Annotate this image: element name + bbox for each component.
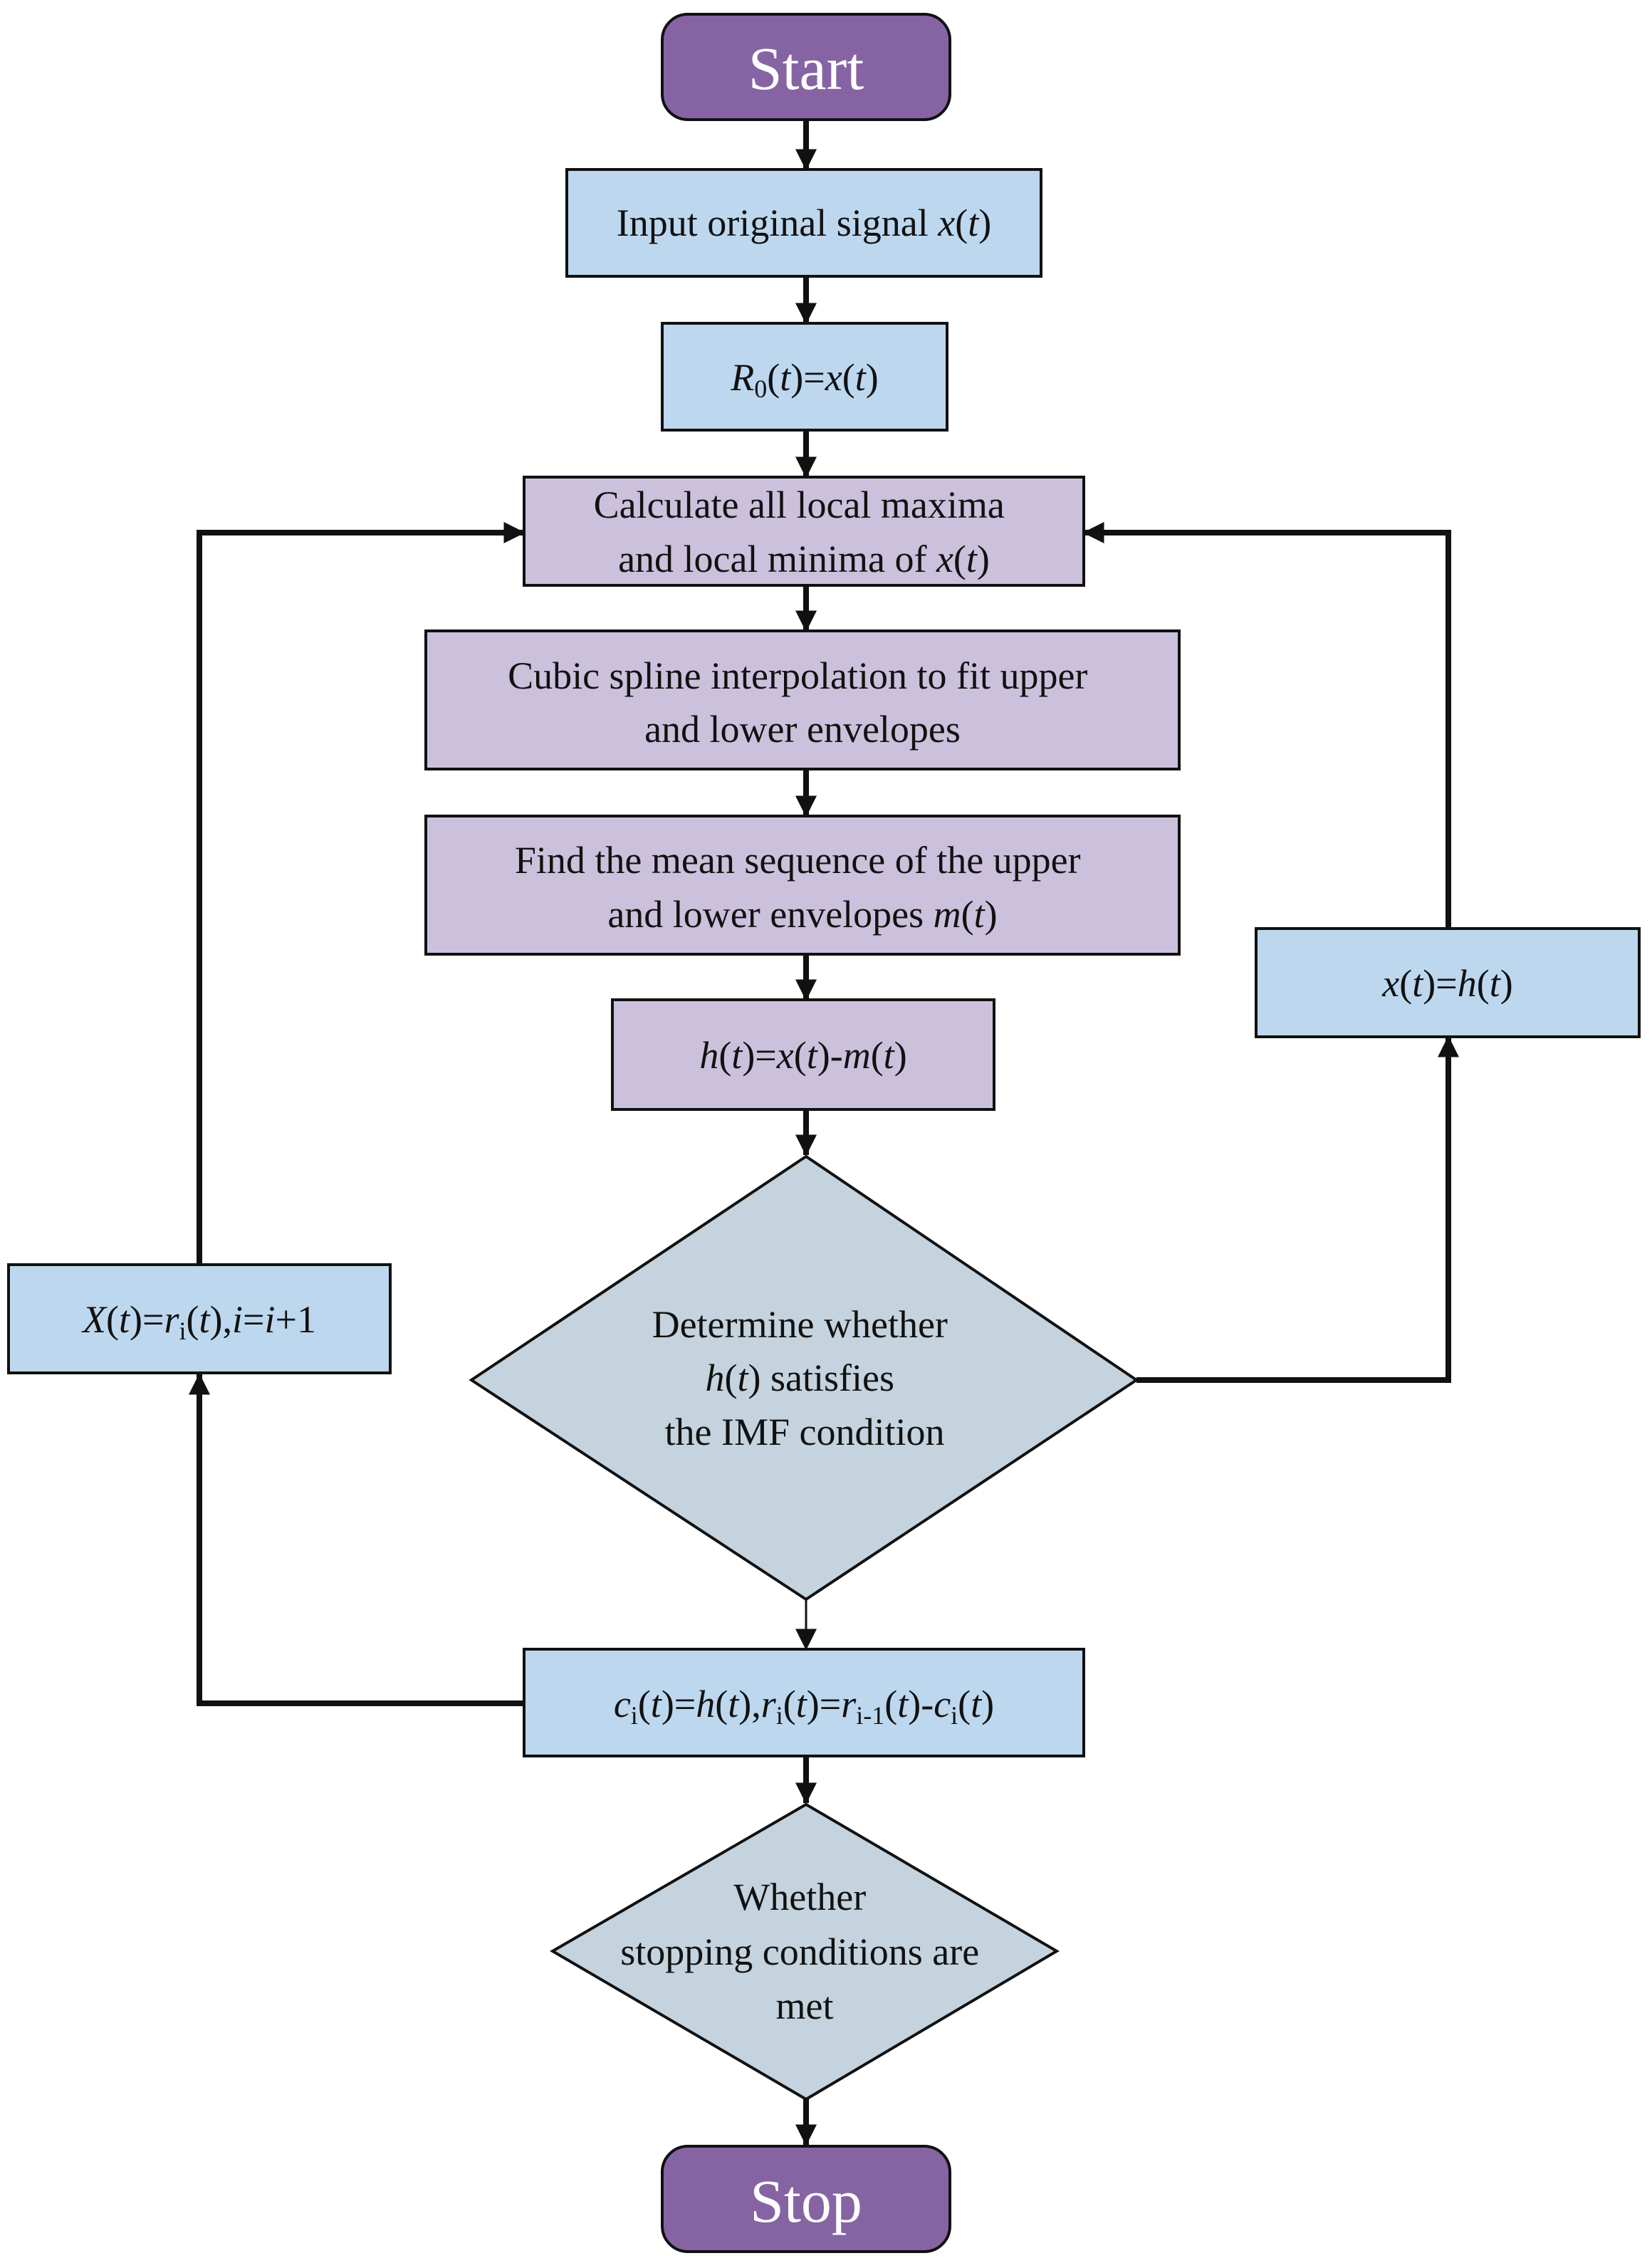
arrow-imf-to-update-X (189, 1373, 524, 1706)
stop-label: Stop (750, 2167, 862, 2235)
extrema-node: Calculate all local maxima and local min… (523, 476, 1085, 587)
imf-label: ci(t)=h(t),ri(t)=ri-1(t)-ci(t) (614, 1683, 994, 1730)
init-label: R0(t)=x(t) (730, 356, 878, 403)
input-node: Input original signal x(t) (565, 168, 1042, 278)
arrow-update-x-to-extrema (1082, 522, 1451, 929)
arrow-update-X-to-extrema (197, 522, 526, 1265)
h-node: h(t)=x(t)-m(t) (611, 998, 995, 1111)
stop-check-node: Whether stopping conditions are met (550, 1802, 1060, 2101)
connectors (189, 120, 1459, 2146)
spline-label: Cubic spline interpolation to fit upper … (508, 654, 1097, 751)
spline-node: Cubic spline interpolation to fit upper … (424, 629, 1181, 770)
input-label: Input original signal x(t) (617, 202, 991, 244)
update-x-node: x(t)=h(t) (1255, 927, 1641, 1038)
mean-node: Find the mean sequence of the upper and … (424, 815, 1181, 956)
start-node: Start (661, 13, 951, 121)
imf-check-label: Determine whether h(t) satisfies the IMF… (652, 1303, 958, 1453)
update-x-label: x(t)=h(t) (1381, 962, 1512, 1005)
update-X-node: X(t)=ri(t),i=i+1 (7, 1263, 392, 1374)
imf-check-node: Determine whether h(t) satisfies the IMF… (469, 1154, 1139, 1601)
update-X-label: X(t)=ri(t),i=i+1 (81, 1298, 316, 1345)
stop-node: Stop (661, 2145, 951, 2253)
init-node: R0(t)=x(t) (661, 322, 948, 432)
mean-label: Find the mean sequence of the upper and … (515, 839, 1090, 936)
start-label: Start (748, 34, 864, 103)
imf-node: ci(t)=h(t),ri(t)=ri-1(t)-ci(t) (523, 1648, 1085, 1757)
extrema-label: Calculate all local maxima and local min… (594, 484, 1015, 580)
stop-check-label: Whether stopping conditions are met (620, 1876, 988, 2027)
h-label: h(t)=x(t)-m(t) (699, 1034, 906, 1077)
arrow-imf-check-to-update-x (1136, 1035, 1459, 1383)
